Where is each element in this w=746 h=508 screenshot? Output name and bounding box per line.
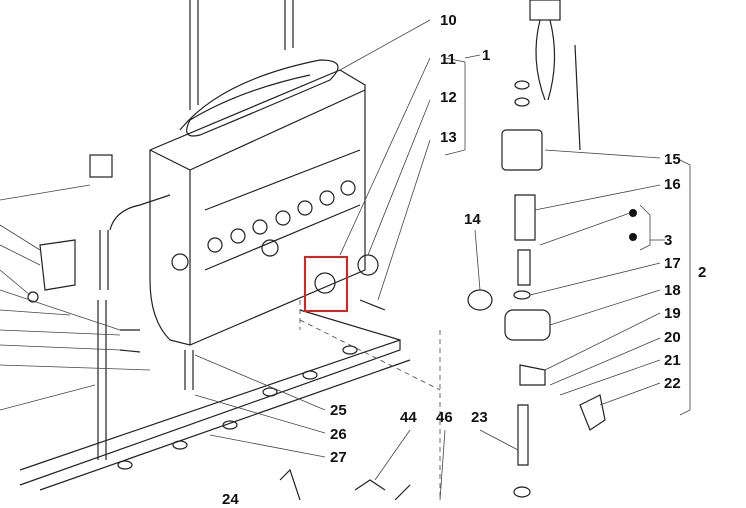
solenoid-assembly [467,0,637,498]
part-label-26: 26 [330,426,347,443]
part-label-13: 13 [440,129,457,146]
part-label-25: 25 [330,402,347,419]
part-label-44: 44 [400,409,417,426]
cap-12 [357,254,379,276]
heating-element [179,0,339,137]
part-label-12: 12 [440,89,457,106]
part-label-2: 2 [698,264,707,281]
part-label-16: 16 [664,176,681,193]
part-label-23: 23 [471,409,488,426]
part-label-19: 19 [664,305,681,322]
part-label-3: 3 [664,232,673,249]
highlight-box [304,256,348,312]
part-label-22: 22 [664,375,681,392]
part-label-15: 15 [664,151,681,168]
bottom-hoses [279,468,411,500]
part-label-11: 11 [440,51,456,68]
part-label-20: 20 [664,329,681,346]
boiler-tank [149,69,366,346]
part-label-14: 14 [464,211,481,228]
left-fittings [27,154,194,460]
part-label-17: 17 [664,255,681,272]
part-label-10: 10 [440,12,457,29]
part-label-27: 27 [330,449,347,466]
part-label-21: 21 [664,352,681,369]
part-label-18: 18 [664,282,681,299]
valve-13 [359,299,386,311]
part-label-46: 46 [436,409,453,426]
part-label-1: 1 [482,47,491,64]
leader-lines [0,19,691,500]
highlighted-plug [314,272,336,294]
base-tray [19,309,411,491]
